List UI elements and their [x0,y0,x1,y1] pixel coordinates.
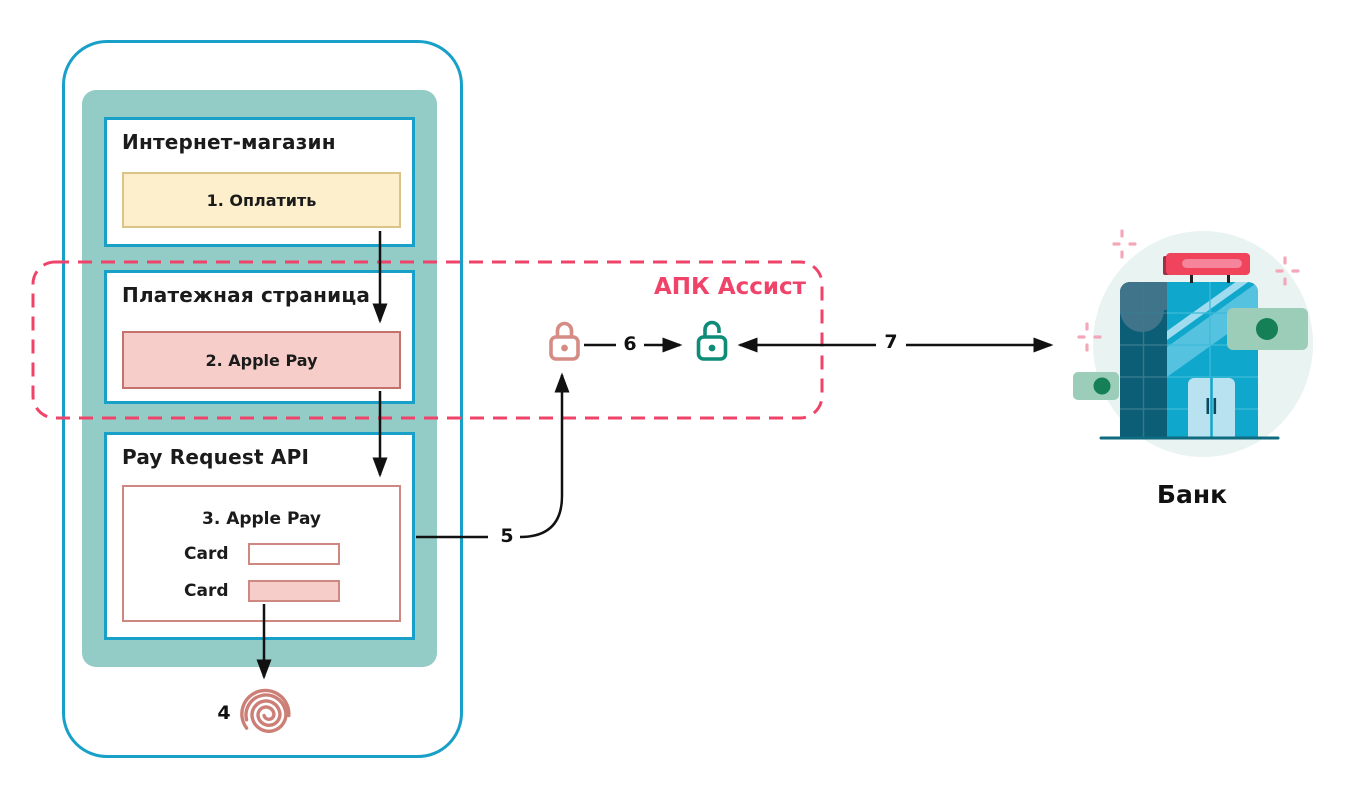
step-6-number: 6 [623,333,637,355]
payment-page-panel: Платежная страница 2. Apple Pay [104,270,415,404]
card-label: Card [184,581,229,601]
closed-lock-icon [549,321,580,361]
fingerprint-icon [240,688,291,733]
money-card-icon [1227,308,1308,350]
open-lock-icon [696,320,728,361]
pay-button[interactable]: 1. Оплатить [122,172,401,228]
step-4-number: 4 [217,702,231,724]
bank-left-tower [1120,282,1167,438]
step-5-number: 5 [500,525,514,547]
money-card-icon [1073,372,1119,400]
payment-page-title: Платежная страница [122,283,371,307]
pay-request-api-panel: Pay Request API 3. Apple Pay Card Card [104,432,415,640]
shop-panel: Интернет-магазин 1. Оплатить [104,117,415,247]
apple-pay-sheet: 3. Apple Pay Card Card [122,485,401,622]
apple-pay-button[interactable]: 2. Apple Pay [122,331,401,389]
card-label: Card [184,544,229,564]
assist-zone-label: АПК Ассист [654,274,807,300]
card-input-empty[interactable] [248,543,340,565]
apple-pay-sheet-title: 3. Apple Pay [201,509,321,529]
step-7-number: 7 [884,331,898,353]
bank-sign [1163,253,1250,283]
card-input-selected[interactable] [248,580,340,602]
bank-label: Банк [1156,480,1228,509]
sparkle-icon [1077,229,1300,352]
bank-door [1188,378,1235,438]
bank-building-illustration [1073,229,1313,457]
arrow-step5 [519,372,570,539]
pay-request-api-title: Pay Request API [122,445,310,469]
shop-panel-title: Интернет-магазин [122,130,336,154]
